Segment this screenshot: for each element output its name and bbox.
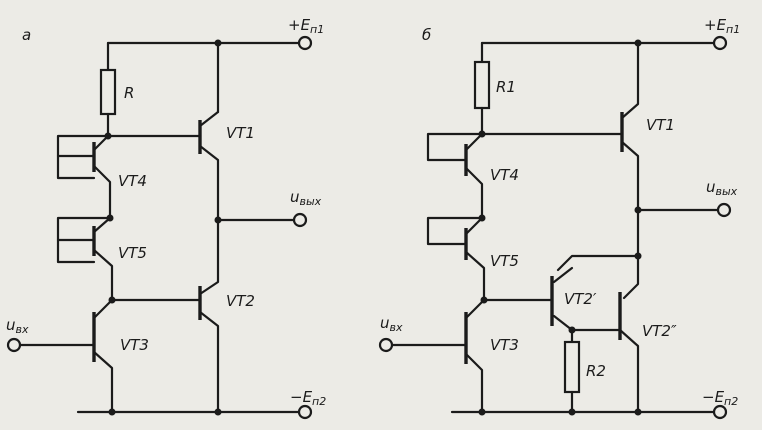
panel-a-vt5-loop xyxy=(56,216,112,242)
panel-b-vt5-emitter xyxy=(464,250,486,302)
panel-a-node xyxy=(214,39,222,47)
panel-b-positive-terminal xyxy=(712,35,728,51)
panel-a-positive-terminal xyxy=(297,35,313,51)
panel-b-vt4-label: VT4 xyxy=(490,166,519,184)
panel-a-negative-terminal xyxy=(297,404,313,420)
panel-b-vt4-emitter xyxy=(464,166,484,220)
panel-a-vt4-label: VT4 xyxy=(118,172,147,190)
panel-b-node xyxy=(478,214,486,222)
panel-b-negative-terminal xyxy=(712,404,728,420)
panel-a-node xyxy=(108,408,116,416)
panel-a-node xyxy=(106,214,114,222)
panel-a-node xyxy=(104,132,112,140)
panel-b-node xyxy=(568,326,576,334)
panel-a-resistor-label: R xyxy=(124,84,134,102)
panel-b-resistor-r1 xyxy=(473,60,491,110)
panel-b-input-terminal xyxy=(378,337,394,353)
panel-b-vt2pp-collector xyxy=(622,254,640,300)
panel-a-vt2-label: VT2 xyxy=(226,292,255,310)
panel-a-node xyxy=(214,408,222,416)
panel-a-vt2-emitter xyxy=(198,310,220,414)
panel-a-vt4-emitter xyxy=(92,164,112,220)
panel-a-input-label: uвх xyxy=(6,316,29,336)
panel-a-vt5-emitter xyxy=(92,248,114,302)
panel-a-output-terminal xyxy=(292,212,308,228)
panel-a-circuit: а xyxy=(6,16,326,420)
panel-b-negative-label: −Eп2 xyxy=(702,388,738,408)
panel-b-vt5-loop xyxy=(426,216,484,246)
panel-b-output-terminal xyxy=(716,202,732,218)
panel-a-positive-label: +Eп1 xyxy=(288,16,324,36)
panel-b-vt3-collector xyxy=(464,298,486,320)
panel-b-resistor-r2 xyxy=(563,340,581,394)
panel-b-node xyxy=(478,130,486,138)
panel-a-vt1-emitter xyxy=(198,144,220,222)
panel-a-vt4-short xyxy=(56,154,96,180)
panel-a-vt1-collector xyxy=(198,110,220,128)
panel-b-vt1-label: VT1 xyxy=(646,116,675,134)
panel-b-positive-label: +Eп1 xyxy=(704,16,740,36)
panel-a-vt5-short xyxy=(56,238,96,264)
panel-a-negative-label: −Eп2 xyxy=(290,388,326,408)
panel-b-input-label: uвх xyxy=(380,314,403,334)
panel-b-output-label: uвых xyxy=(706,178,738,198)
panel-a-input-terminal xyxy=(6,337,22,353)
panel-b-vt4-loop xyxy=(426,132,484,162)
panel-b-vt2pp-emitter xyxy=(618,328,640,414)
panel-b-r1-label: R1 xyxy=(496,78,516,96)
panel-b-r2-label: R2 xyxy=(586,362,606,380)
panel-b-vt5-collector xyxy=(464,216,484,236)
panel-b-vt1-emitter xyxy=(620,140,640,212)
panel-b-node xyxy=(480,296,488,304)
panel-b-vt1-collector xyxy=(620,41,640,120)
panel-b-vt4-collector xyxy=(464,132,484,152)
panel-a-output-label: uвых xyxy=(290,188,322,208)
panel-b-node xyxy=(634,39,642,47)
panel-b-vt3-label: VT3 xyxy=(490,336,519,354)
panel-a-vt1-label: VT1 xyxy=(226,124,255,142)
panel-b-vt2p-collector xyxy=(556,254,640,272)
panel-b-vt2pp-label: VT2″ xyxy=(642,322,677,340)
panel-a-node xyxy=(214,216,222,224)
panel-b-vt2p-label: VT2′ xyxy=(564,290,597,308)
panel-a-vt5-label: VT5 xyxy=(118,244,147,262)
panel-b-node xyxy=(634,252,642,260)
panel-a-vt4-loop xyxy=(56,134,110,158)
panel-a-node xyxy=(108,296,116,304)
panel-a-vt3-emitter xyxy=(92,350,114,414)
panel-b-vt2p-collector-arm xyxy=(552,266,574,284)
panel-b-node xyxy=(568,408,576,416)
panel-a-vt3-label: VT3 xyxy=(120,336,149,354)
panel-b-vt2p-emitter xyxy=(552,314,574,332)
panel-b-vt3-emitter xyxy=(464,352,484,414)
panel-b-circuit: б xyxy=(378,16,740,420)
panel-b-node xyxy=(634,206,642,214)
panel-b-vt5-label: VT5 xyxy=(490,252,519,270)
panel-b-node xyxy=(478,408,486,416)
panel-a-vt5-collector xyxy=(92,216,112,234)
panel-a-vt2-collector xyxy=(198,218,220,296)
panel-a-resistor-r xyxy=(99,68,117,116)
panel-b-label: б xyxy=(422,26,431,44)
panel-b-node xyxy=(634,408,642,416)
panel-a-vt3-collector xyxy=(92,298,114,320)
panel-a-label: а xyxy=(22,26,31,44)
